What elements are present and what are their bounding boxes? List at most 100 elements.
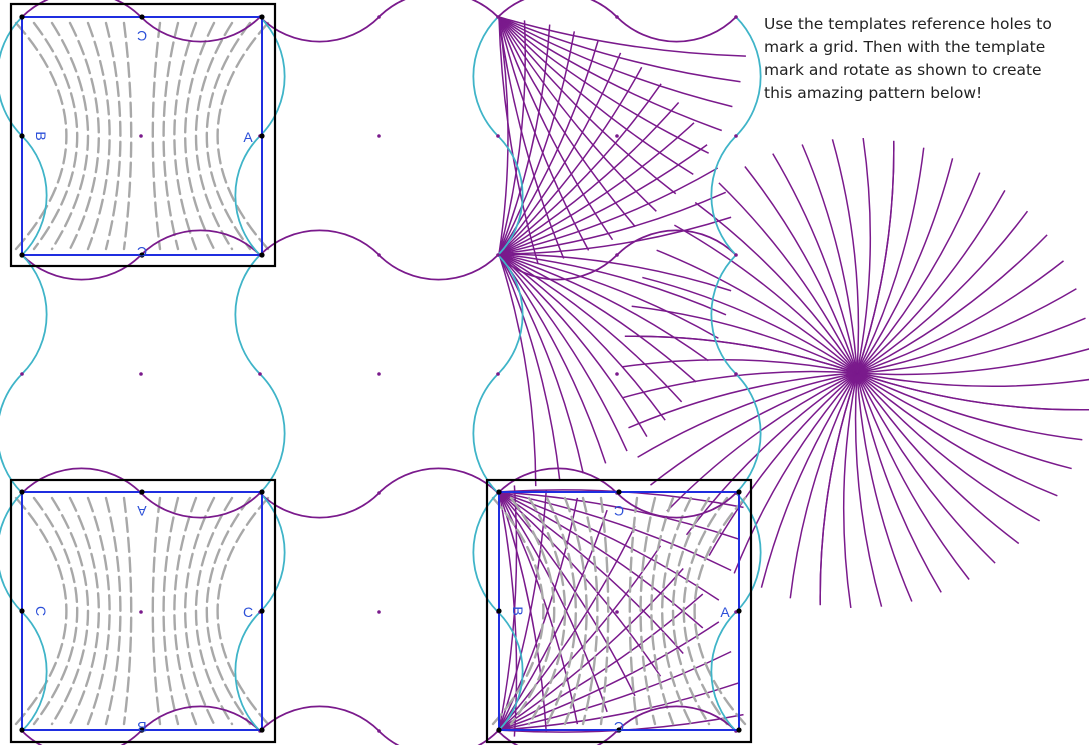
dashed-guide-arc	[650, 496, 675, 726]
fan-line	[856, 372, 1058, 497]
fan-line	[842, 372, 858, 609]
fan-line	[498, 253, 732, 292]
dashed-guide-arc	[151, 496, 162, 726]
fan-line	[856, 372, 1089, 388]
reference-hole	[736, 489, 742, 495]
grid-dot	[615, 372, 619, 376]
fan-line	[498, 489, 548, 731]
fan-line	[498, 491, 740, 540]
reference-hole	[19, 727, 25, 733]
template-label-right: A	[720, 604, 730, 620]
fan-line	[498, 491, 662, 677]
grid-dot	[496, 134, 500, 138]
fan-line	[498, 491, 704, 629]
reference-hole	[259, 608, 265, 614]
fan-line	[856, 234, 1048, 374]
fan-line	[642, 276, 858, 374]
fan-line	[789, 372, 858, 599]
fan-line	[498, 16, 539, 265]
dashed-guide-arc	[216, 496, 270, 726]
fan-line	[498, 16, 746, 57]
dashed-guide-arc	[639, 496, 657, 726]
reference-hole	[19, 14, 25, 20]
template-frame	[9, 2, 277, 268]
fan-line	[498, 253, 683, 403]
dashed-guide-arc	[599, 496, 610, 726]
fan-line	[498, 491, 720, 601]
grid-dot	[734, 134, 738, 138]
curvy-edge	[259, 705, 499, 745]
fan-line	[624, 335, 858, 374]
reference-hole	[616, 727, 622, 733]
dashed-guide-arc	[162, 21, 180, 251]
fan-line	[498, 16, 694, 175]
template-label-bottom: B	[137, 719, 146, 735]
grid-dot	[139, 372, 143, 376]
grid-dot	[496, 15, 500, 19]
reference-hole	[259, 489, 265, 495]
fan-line	[498, 253, 561, 482]
fan-line	[708, 372, 858, 556]
fan-line	[637, 372, 858, 458]
fan-line	[498, 52, 622, 255]
grid-dot	[377, 729, 381, 733]
fan-line	[498, 525, 636, 731]
fan-line	[856, 190, 1006, 374]
grid-dot	[496, 253, 500, 257]
dashed-guide-arc	[184, 496, 216, 726]
fan-line	[498, 16, 614, 241]
dashed-guide-arc	[581, 496, 599, 726]
fan-line	[856, 372, 1020, 545]
dashed-guide-arc	[628, 496, 639, 726]
reference-hole	[496, 489, 502, 495]
grid-dot	[734, 15, 738, 19]
fan-line	[856, 372, 970, 580]
fan-line	[760, 372, 858, 588]
template-frame	[485, 478, 753, 744]
dashed-guide-arc	[68, 21, 100, 251]
reference-hole	[736, 608, 742, 614]
template-label-left: B	[510, 606, 526, 615]
template-label-bottom: C	[137, 244, 147, 260]
pattern-arcs	[0, 0, 762, 745]
dashed-guide-arc	[50, 496, 90, 726]
reference-hole	[736, 727, 742, 733]
fan-line	[498, 16, 565, 259]
fan-line	[498, 24, 551, 255]
dashed-guide-arc	[86, 496, 111, 726]
fan-line	[498, 253, 697, 383]
dashed-guide-arc	[68, 496, 100, 726]
fan-line	[498, 144, 708, 255]
fan-line	[498, 485, 518, 731]
dashed-guide-arc	[205, 496, 252, 726]
grid-dot	[615, 610, 619, 614]
fan-line	[498, 18, 509, 255]
fan-line	[498, 167, 719, 255]
fan-line	[498, 545, 662, 731]
dashed-guide-arc	[50, 21, 90, 251]
fan-line	[685, 372, 858, 536]
dashed-guide-arcs	[14, 21, 747, 726]
fan-line	[718, 182, 858, 374]
fan-line	[498, 568, 684, 731]
grid-dot	[377, 372, 381, 376]
fan-line	[856, 372, 1083, 441]
reference-hole	[496, 727, 502, 733]
fan-line	[801, 144, 858, 374]
dashed-guide-arc	[151, 21, 162, 251]
dashed-guide-arc	[671, 496, 711, 726]
dashed-guide-arc	[491, 496, 545, 726]
fan-line	[498, 66, 643, 255]
template-label-bottom: C	[614, 719, 624, 735]
fan-line	[498, 682, 740, 731]
dashed-guide-arc	[205, 21, 252, 251]
dashed-guide-arc	[32, 21, 79, 251]
template-label-right: C	[243, 604, 253, 620]
fan-line	[856, 140, 895, 374]
fan-line	[498, 122, 695, 255]
grid-dot	[615, 253, 619, 257]
